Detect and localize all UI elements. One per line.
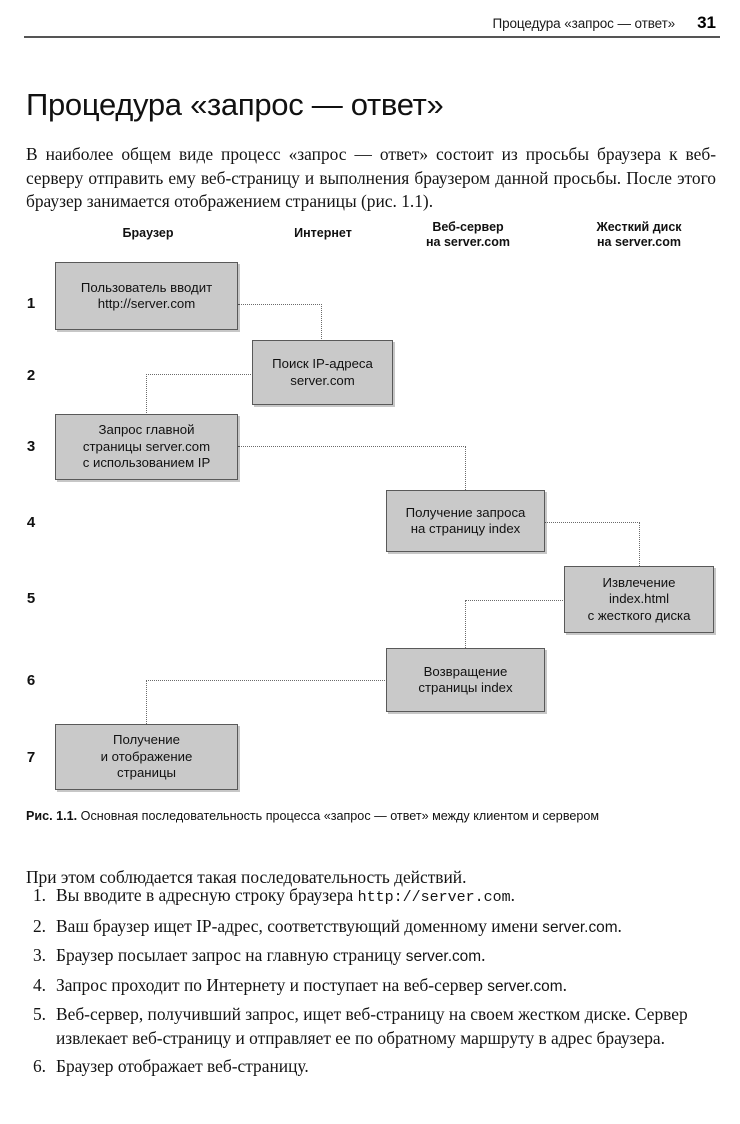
figure-step-number-1: 1: [26, 295, 36, 312]
list-item: 2. Ваш браузер ищет IP-адрес, соответству…: [26, 915, 726, 940]
figure-column-header-browser: Браузер: [122, 226, 174, 240]
list-item-text: Ваш браузер ищет IP-адрес, соответствующ…: [56, 915, 543, 936]
list-item: 1.Вы вводите в адресную строку браузера …: [26, 884, 726, 910]
list-item: 3. Браузер посылает запрос на главную стр…: [26, 944, 726, 969]
intro-paragraph: В наиболее общем виде процесс «запрос — …: [26, 144, 716, 212]
inline-code: http://server.com: [357, 889, 511, 906]
list-item-text: .: [481, 945, 486, 965]
list-item-marker: 6.: [32, 1056, 46, 1076]
connector-1-to-2-horizontal: [238, 304, 322, 305]
figure-column-header-webserver: Веб-сервер на server.com: [426, 220, 510, 249]
list-item-text: Веб-сервер, получивший запрос, ищет веб-…: [56, 1004, 688, 1048]
connector-3-to-4-horizontal: [238, 446, 466, 447]
header-divider: [24, 36, 720, 38]
list-item-text: .: [510, 885, 515, 905]
figure-caption-number: Рис. 1.1.: [26, 809, 78, 823]
figure-box-step-1: Пользователь вводит http://server.com: [55, 262, 238, 330]
list-item-text: .: [562, 974, 567, 995]
list-item-text: Браузер отображает веб-страницу.: [56, 1056, 309, 1076]
figure-caption-text: Основная последовательность процесса «за…: [80, 809, 600, 823]
figure-step-number-6: 6: [26, 672, 36, 689]
figure-step-number-2: 2: [26, 367, 36, 384]
inline-domain: server.com: [487, 977, 563, 995]
inline-domain: server.com: [542, 918, 618, 936]
inline-domain: server.com: [405, 948, 482, 965]
page-number: 31: [697, 13, 716, 32]
connector-4-to-5-vertical: [639, 522, 640, 566]
figure-column-header-harddisk: Жесткий диск на server.com: [596, 220, 682, 249]
list-item: 6. Браузер отображает веб-страницу.: [26, 1055, 726, 1079]
list-item-text: .: [617, 915, 622, 936]
figure-box-step-4: Получение запроса на страницу index: [386, 490, 545, 552]
lead-paragraph: При этом соблюдается такая последователь…: [26, 867, 467, 888]
list-item-text: Вы вводите в адресную строку браузера: [56, 885, 358, 905]
list-item-marker: 5.: [32, 1004, 46, 1024]
connector-4-to-5-horizontal: [545, 522, 640, 523]
figure-step-number-7: 7: [26, 749, 36, 766]
connector-5-to-6-vertical: [465, 600, 466, 648]
connector-6-to-7-vertical: [146, 680, 147, 724]
figure-1-1: Браузер Интернет Веб-сервер на server.co…: [0, 220, 740, 802]
list-item-marker: 4.: [32, 974, 46, 995]
connector-5-to-6-horizontal: [465, 600, 565, 601]
list-item: 4. Запрос проходит по Интернету и поступа…: [26, 974, 726, 999]
list-item-text: Запрос проходит по Интернету и поступает…: [56, 974, 488, 995]
figure-caption: Рис. 1.1. Основная последовательность пр…: [26, 808, 726, 824]
connector-2-to-3-vertical: [146, 374, 147, 415]
figure-column-header-internet: Интернет: [294, 226, 352, 240]
running-head-title: Процедура «запрос — ответ»: [492, 15, 676, 31]
figure-box-step-6: Возвращение страницы index: [386, 648, 545, 712]
figure-box-step-2: Поиск IP-адреса server.com: [252, 340, 393, 405]
list-item-text: Браузер посылает запрос на главную стран…: [56, 945, 406, 965]
figure-box-step-5: Извлечение index.html с жесткого диска: [564, 566, 714, 633]
page-title: Процедура «запрос — ответ»: [26, 86, 444, 122]
figure-box-step-3: Запрос главной страницы server.com с исп…: [55, 414, 238, 480]
figure-step-number-4: 4: [26, 514, 36, 531]
connector-6-to-7-horizontal: [146, 680, 387, 681]
connector-2-to-3-horizontal: [146, 374, 253, 375]
list-item-marker: 2.: [32, 915, 46, 936]
list-item-marker: 3.: [32, 945, 46, 965]
connector-3-to-4-vertical: [465, 446, 466, 490]
numbered-steps-list: 1.Вы вводите в адресную строку браузера …: [26, 884, 726, 1084]
list-item: 5. Веб-сервер, получивший запрос, ищет ве…: [26, 1003, 726, 1050]
connector-1-to-2-vertical: [321, 304, 322, 341]
figure-step-number-3: 3: [26, 438, 36, 455]
figure-box-step-7: Получение и отображение страницы: [55, 724, 238, 790]
list-item-marker: 1.: [32, 885, 46, 905]
figure-step-number-5: 5: [26, 590, 36, 607]
page-header: Процедура «запрос — ответ» 31: [28, 8, 716, 38]
